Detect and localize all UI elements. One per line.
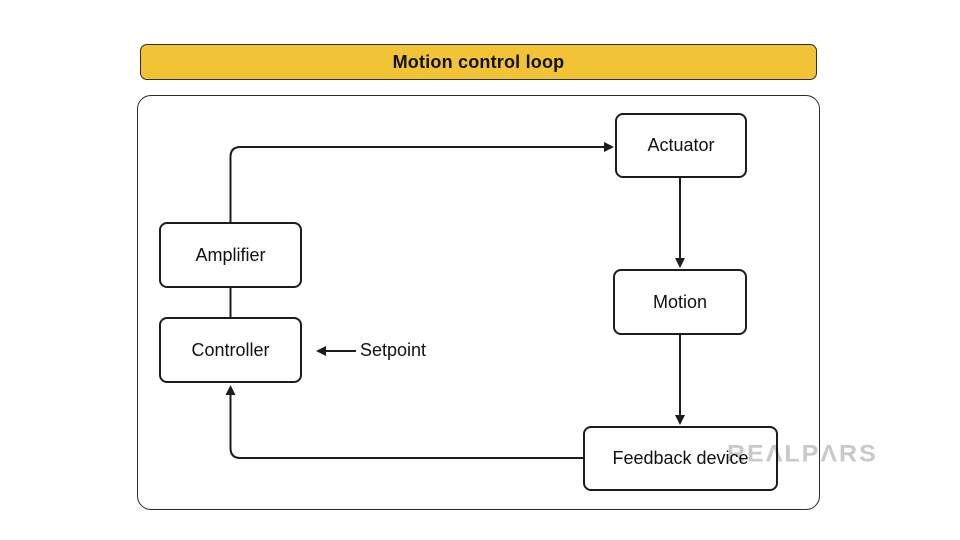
realpars-watermark: REΛLPΛRS bbox=[727, 440, 878, 468]
node-controller: Controller bbox=[159, 317, 302, 383]
node-amplifier-label: Amplifier bbox=[195, 244, 266, 265]
node-motion-label: Motion bbox=[652, 291, 708, 312]
setpoint-annotation: Setpoint bbox=[360, 340, 427, 360]
diagram-title-bar: Motion control loop bbox=[140, 44, 817, 80]
diagram-title: Motion control loop bbox=[392, 51, 565, 72]
node-feedback-device: Feedback device bbox=[583, 426, 778, 491]
node-feedback-device-label: Feedback device bbox=[612, 448, 749, 468]
node-motion: Motion bbox=[613, 269, 747, 335]
node-actuator: Actuator bbox=[615, 113, 747, 178]
node-controller-label: Controller bbox=[191, 339, 270, 360]
node-actuator-label: Actuator bbox=[647, 135, 715, 155]
node-amplifier: Amplifier bbox=[159, 222, 302, 288]
